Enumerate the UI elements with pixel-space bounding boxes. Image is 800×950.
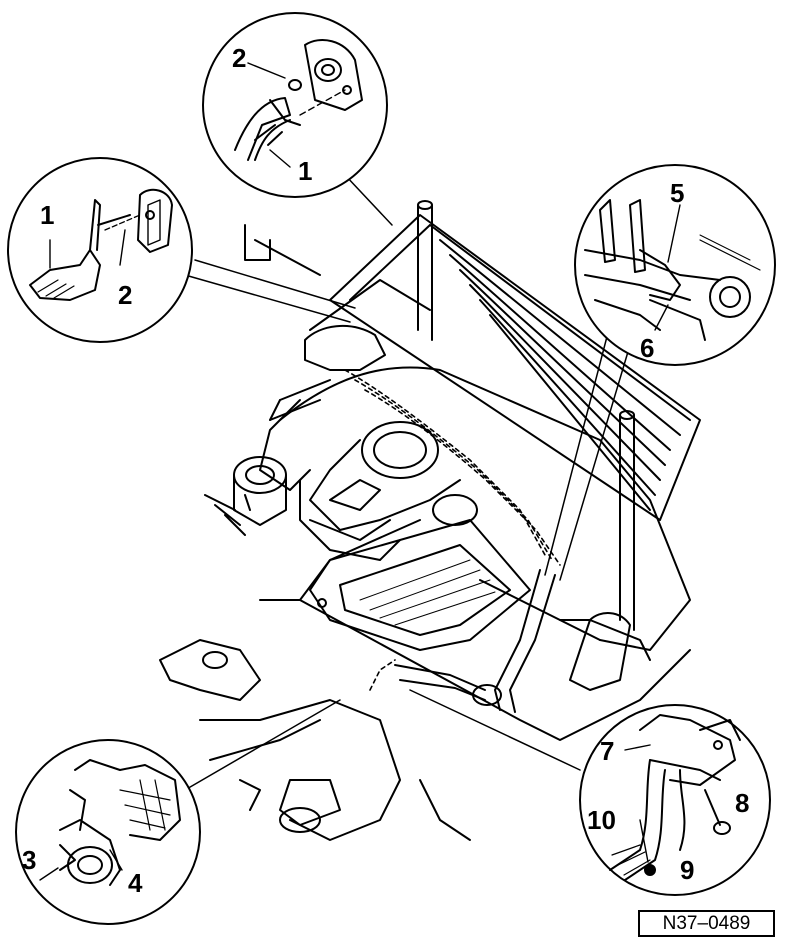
callout-lower-right-7: 7 xyxy=(600,736,615,766)
front-crossmember xyxy=(259,366,691,741)
crank-pulley xyxy=(299,421,478,561)
engine-sump xyxy=(309,519,531,651)
callout-upper-right-6: 6 xyxy=(640,333,655,363)
oil-cooler-lines xyxy=(344,369,561,691)
detail-circle-top xyxy=(202,12,388,198)
radiator xyxy=(329,200,701,631)
callout-upper-left-1: 1 xyxy=(40,200,55,230)
callout-lower-right-9: 9 xyxy=(680,855,695,885)
detail-circle-upper-right xyxy=(574,164,776,366)
oil-pipes xyxy=(394,569,556,713)
callout-upper-left-2: 2 xyxy=(118,280,133,310)
callout-upper-right-5: 5 xyxy=(670,178,685,208)
callout-lower-left-4: 4 xyxy=(128,868,143,898)
callout-top-1: 1 xyxy=(298,156,313,186)
callout-lower-right-8: 8 xyxy=(735,788,750,818)
engine-mount xyxy=(204,456,287,536)
figure-reference-code: N37–0489 xyxy=(638,910,775,937)
detail-circle-lower-left xyxy=(15,739,201,925)
callout-top-2: 2 xyxy=(232,43,247,73)
detail-circle-lower-right xyxy=(579,704,771,896)
callout-lower-left-3: 3 xyxy=(22,845,37,875)
callout-lower-right-10: 10 xyxy=(587,805,616,835)
air-duct xyxy=(244,224,431,421)
detail-circle-upper-left xyxy=(7,157,193,343)
leader-lines xyxy=(184,174,631,791)
subframe-lower xyxy=(159,639,471,841)
